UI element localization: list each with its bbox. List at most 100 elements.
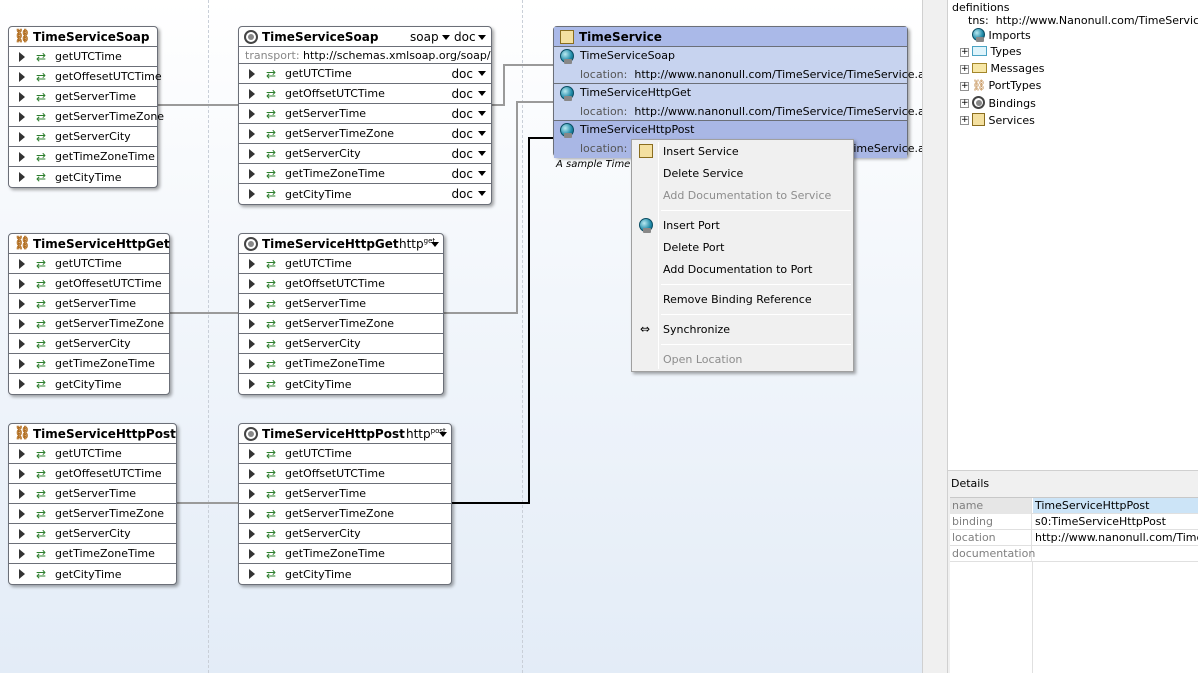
expand-icon[interactable]: + <box>960 115 969 125</box>
expand-triangle-icon[interactable] <box>19 151 25 162</box>
expand-triangle-icon[interactable] <box>249 108 255 119</box>
tree-item-services[interactable]: Services <box>972 113 1035 128</box>
expand-triangle-icon[interactable] <box>19 298 25 309</box>
binding-operation-row[interactable]: ⇄getOffsetUTCTime <box>239 274 443 294</box>
expand-triangle-icon[interactable] <box>249 278 255 289</box>
service-box[interactable]: TimeService TimeServiceSoap location: ht… <box>553 26 922 158</box>
expand-triangle-icon[interactable] <box>249 468 255 479</box>
operation-row[interactable]: ⇄getServerCity <box>9 334 169 354</box>
protocol-selector[interactable]: soap <box>410 30 439 44</box>
chevron-down-icon[interactable] <box>478 71 486 76</box>
menu-add-doc-service[interactable]: Add Documentation to Service <box>634 185 851 206</box>
menu-open-location[interactable]: Open Location <box>634 349 851 370</box>
expand-triangle-icon[interactable] <box>19 338 25 349</box>
expand-triangle-icon[interactable] <box>19 91 25 102</box>
expand-triangle-icon[interactable] <box>19 468 25 479</box>
menu-add-doc-port[interactable]: Add Documentation to Port <box>634 259 851 280</box>
binding-header[interactable]: TimeServiceSoap soap doc <box>239 27 491 47</box>
binding-operation-row[interactable]: ⇄getCityTime <box>239 374 443 394</box>
expand-triangle-icon[interactable] <box>249 488 255 499</box>
operation-row[interactable]: ⇄getTimeZoneTime <box>9 544 176 564</box>
menu-remove-binding[interactable]: Remove Binding Reference <box>634 289 851 310</box>
binding-box[interactable]: TimeServiceHttpGet httpget ⇄getUTCTime⇄g… <box>238 233 444 395</box>
operation-style[interactable]: doc <box>451 167 473 181</box>
operation-style[interactable]: doc <box>451 147 473 161</box>
binding-header[interactable]: TimeServiceHttpGet httpget <box>239 234 443 254</box>
operation-style[interactable]: doc <box>451 127 473 141</box>
service-port[interactable]: TimeServiceHttpGet location: http://www.… <box>554 84 922 121</box>
expand-triangle-icon[interactable] <box>19 508 25 519</box>
operation-row[interactable]: ⇄getTimeZoneTime <box>9 354 169 374</box>
porttype-header[interactable]: ⛓TimeServiceHttpGet <box>9 234 170 254</box>
tree-item-messages[interactable]: Messages <box>972 62 1044 76</box>
expand-triangle-icon[interactable] <box>19 318 25 329</box>
expand-triangle-icon[interactable] <box>249 569 255 579</box>
expand-triangle-icon[interactable] <box>249 68 255 79</box>
binding-operation-row[interactable]: ⇄getServerTime <box>239 294 443 314</box>
expand-triangle-icon[interactable] <box>249 358 255 369</box>
binding-operation-row[interactable]: ⇄getServerTime <box>239 484 451 504</box>
expand-triangle-icon[interactable] <box>19 131 25 142</box>
chevron-down-icon[interactable] <box>478 191 486 196</box>
service-port[interactable]: TimeServiceSoap location: http://www.nan… <box>554 47 922 84</box>
operation-row[interactable]: ⇄getCityTime <box>9 374 169 394</box>
operation-row[interactable]: ⇄getServerTimeZone <box>9 107 164 127</box>
expand-triangle-icon[interactable] <box>19 548 25 559</box>
chevron-down-icon[interactable] <box>478 91 486 96</box>
chevron-down-icon[interactable] <box>478 151 486 156</box>
chevron-down-icon[interactable] <box>431 242 439 247</box>
style-selector[interactable]: doc <box>454 30 476 44</box>
overview-tree[interactable]: definitions tns: http://www.Nanonull.com… <box>948 0 1198 470</box>
expand-triangle-icon[interactable] <box>249 318 255 329</box>
binding-box[interactable]: TimeServiceHttpPost httppost ⇄getUTCTime… <box>238 423 452 585</box>
expand-triangle-icon[interactable] <box>249 528 255 539</box>
expand-triangle-icon[interactable] <box>19 111 25 122</box>
binding-operation-row[interactable]: ⇄getUTCTime <box>239 444 451 464</box>
binding-operation-row[interactable]: ⇄getServerCity <box>239 524 451 544</box>
operation-row[interactable]: ⇄getOffesetUTCTime <box>9 67 162 87</box>
chevron-down-icon[interactable] <box>478 171 486 176</box>
expand-triangle-icon[interactable] <box>19 488 25 499</box>
panel-splitter[interactable] <box>922 0 948 673</box>
porttype-box[interactable]: ⛓TimeServiceHttpPost ⇄getUTCTime⇄getOffe… <box>8 423 177 585</box>
expand-triangle-icon[interactable] <box>19 528 25 539</box>
details-row[interactable]: locationhttp://www.nanonull.com/TimeServ… <box>950 530 1198 546</box>
expand-icon[interactable]: + <box>960 64 969 74</box>
binding-operation-row[interactable]: ⇄getServerTimeZone <box>239 314 443 334</box>
expand-triangle-icon[interactable] <box>249 88 255 99</box>
operation-row[interactable]: ⇄getUTCTime <box>9 444 176 464</box>
expand-triangle-icon[interactable] <box>249 148 255 159</box>
expand-triangle-icon[interactable] <box>249 548 255 559</box>
operation-row[interactable]: ⇄getTimeZoneTime <box>9 147 157 167</box>
expand-triangle-icon[interactable] <box>249 189 255 199</box>
operation-style[interactable]: doc <box>451 107 473 121</box>
expand-triangle-icon[interactable] <box>249 379 255 389</box>
binding-operation-row[interactable]: ⇄getServerCity <box>239 334 443 354</box>
tree-item-porttypes[interactable]: ⛓ PortTypes <box>972 79 1041 93</box>
binding-operation-row[interactable]: ⇄getOffsetUTCTime <box>239 464 451 484</box>
chevron-down-icon[interactable] <box>478 131 486 136</box>
design-canvas[interactable]: ⛓TimeServiceSoap ⇄getUTCTime⇄getOffesetU… <box>0 0 922 673</box>
tree-root[interactable]: definitions <box>952 1 1010 14</box>
porttype-header[interactable]: ⛓TimeServiceHttpPost <box>9 424 176 444</box>
chevron-down-icon[interactable] <box>442 35 450 40</box>
binding-box[interactable]: TimeServiceSoap soap doc transport: http… <box>238 26 492 205</box>
expand-icon[interactable]: + <box>960 98 969 108</box>
porttype-box[interactable]: ⛓TimeServiceHttpGet ⇄getUTCTime⇄getOffes… <box>8 233 170 395</box>
expand-triangle-icon[interactable] <box>19 71 25 82</box>
chevron-down-icon[interactable] <box>478 111 486 116</box>
tree-item-imports[interactable]: Imports <box>972 28 1031 43</box>
expand-triangle-icon[interactable] <box>249 258 255 269</box>
expand-icon[interactable]: + <box>960 81 969 91</box>
binding-operation-row[interactable]: ⇄getServerTimeZone <box>239 504 451 524</box>
expand-triangle-icon[interactable] <box>19 379 25 389</box>
expand-triangle-icon[interactable] <box>249 448 255 459</box>
chevron-down-icon[interactable] <box>439 432 447 437</box>
